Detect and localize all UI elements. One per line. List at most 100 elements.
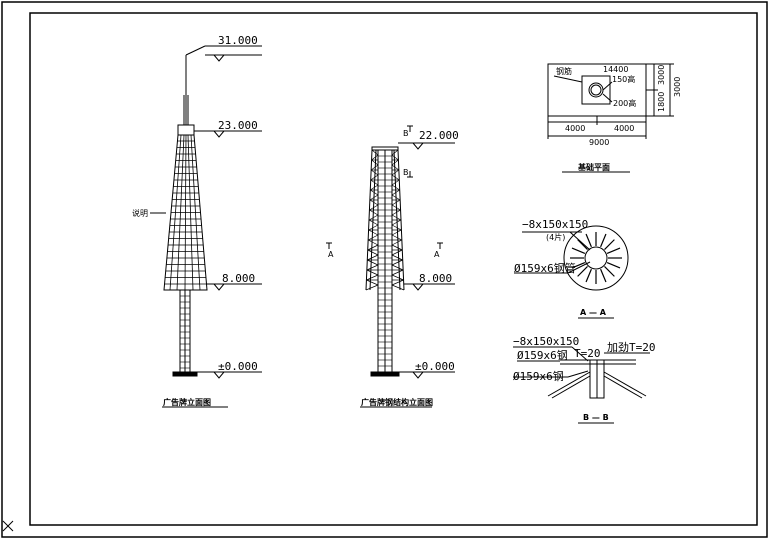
right-elevation	[326, 125, 455, 408]
drawing-line	[369, 199, 379, 206]
aa-pipe-label: Ø159x6钢管	[514, 261, 576, 275]
bb-pipe-label-2: Ø159x6钢	[513, 370, 564, 383]
drawing-line	[600, 268, 607, 283]
drawing-line	[391, 264, 404, 271]
drawing-line	[600, 233, 607, 248]
drawing-line	[369, 194, 379, 201]
section-mark-a-left: A	[328, 250, 334, 259]
plan-dim-total: 9000	[589, 138, 609, 147]
section-aa-title: A — A	[580, 308, 607, 317]
drawing-line	[391, 249, 403, 256]
foundation-plan	[547, 63, 674, 173]
drawing-line	[391, 229, 402, 236]
drawing-line	[577, 239, 588, 250]
section-mark-b-top: B	[403, 129, 409, 138]
aa-plate-label: −8x150x150	[522, 218, 588, 231]
foundation-plan-title: 基础平面	[577, 162, 610, 172]
left-level-0: ±0.000	[218, 360, 258, 373]
aa-plate-count: (4片)	[546, 232, 565, 242]
plan-callout-4: 200高	[613, 98, 636, 108]
drawing-line	[369, 209, 379, 216]
plan-callout-2: 14400	[603, 65, 628, 74]
drawing-line	[391, 219, 402, 226]
drawing-line	[371, 159, 379, 166]
drawing-line	[391, 239, 403, 246]
drawing-line	[391, 179, 400, 186]
drawing-line	[391, 269, 404, 276]
drawing-line	[370, 184, 379, 191]
column-ties	[180, 295, 190, 369]
column-ties	[378, 155, 392, 367]
section-bb-title: B — B	[583, 413, 609, 422]
right-level-8: 8.000	[419, 272, 452, 285]
drawing-line	[365, 284, 379, 291]
plan-dim-bottom-1: 4000	[565, 124, 585, 133]
drawing-line	[571, 247, 586, 254]
inner-frame	[29, 12, 758, 526]
drawing-line	[371, 154, 379, 161]
left-level-31: 31.000	[218, 34, 258, 47]
drawing-line	[391, 234, 403, 241]
section-aa	[514, 225, 629, 319]
drawing-line	[604, 266, 615, 277]
plan-dim-bottom-2: 4000	[614, 124, 634, 133]
corner-mark	[2, 520, 14, 532]
drawing-line	[368, 214, 379, 221]
plan-dim-right-3: 3000	[673, 77, 682, 97]
drawing-line	[391, 194, 401, 201]
drawing-line	[391, 259, 403, 266]
drawing-line	[366, 279, 379, 286]
plan-callout-3: 150高	[612, 74, 635, 84]
plan-callout-1: 钢筋	[556, 66, 572, 76]
drawing-line	[368, 229, 379, 236]
left-level-8: 8.000	[222, 272, 255, 285]
drawing-line	[577, 266, 588, 277]
left-side-note: 说明	[132, 208, 148, 218]
drawing-line	[391, 169, 400, 176]
drawing-line	[366, 264, 379, 271]
drawing-line	[368, 224, 379, 231]
drawing-line	[391, 174, 400, 181]
drawing-line	[571, 262, 586, 269]
drawing-line	[371, 149, 379, 156]
drawing-line	[370, 169, 379, 176]
drawing-line	[367, 234, 379, 241]
left-elevation-title: 广告牌立面图	[163, 397, 211, 407]
left-elevation	[150, 45, 262, 408]
drawing-line	[366, 274, 379, 281]
drawing-line	[369, 204, 379, 211]
drawing-line	[370, 174, 379, 181]
drawing-line	[391, 184, 400, 191]
drawing-line	[606, 262, 621, 269]
drawing-line	[585, 233, 592, 248]
drawing-line	[391, 149, 399, 156]
drawing-line	[604, 239, 615, 250]
bb-plate-label: −8x150x150	[513, 335, 579, 348]
drawing-line	[366, 269, 379, 276]
drawing-line	[367, 244, 379, 251]
aa-stiffeners	[570, 232, 622, 284]
drawing-line	[391, 274, 404, 281]
panel-bands	[164, 140, 207, 285]
bb-t-label-1: T=20	[574, 347, 601, 360]
right-elevation-title: 广告牌钢结构立面图	[361, 397, 433, 407]
drawing-line	[585, 268, 592, 283]
bb-t-label-2: 加劲T=20	[607, 341, 656, 354]
drawing-line	[391, 244, 403, 251]
drawing-line	[367, 254, 379, 261]
drawing-line	[391, 254, 403, 261]
plan-dim-right-1: 3000	[657, 65, 666, 85]
truss-members	[365, 149, 405, 291]
right-level-22: 22.000	[419, 129, 459, 142]
section-mark-b-bottom: B	[403, 168, 409, 177]
drawing-line	[391, 164, 400, 171]
drawing-line	[391, 189, 400, 196]
drawing-line	[367, 259, 379, 266]
section-bb	[513, 346, 650, 424]
bb-pipe-label-1: Ø159x6钢	[517, 349, 568, 362]
drawing-line	[606, 247, 621, 254]
drawing-line	[391, 224, 402, 231]
drawing-line	[391, 199, 401, 206]
drawing-line	[368, 219, 379, 226]
